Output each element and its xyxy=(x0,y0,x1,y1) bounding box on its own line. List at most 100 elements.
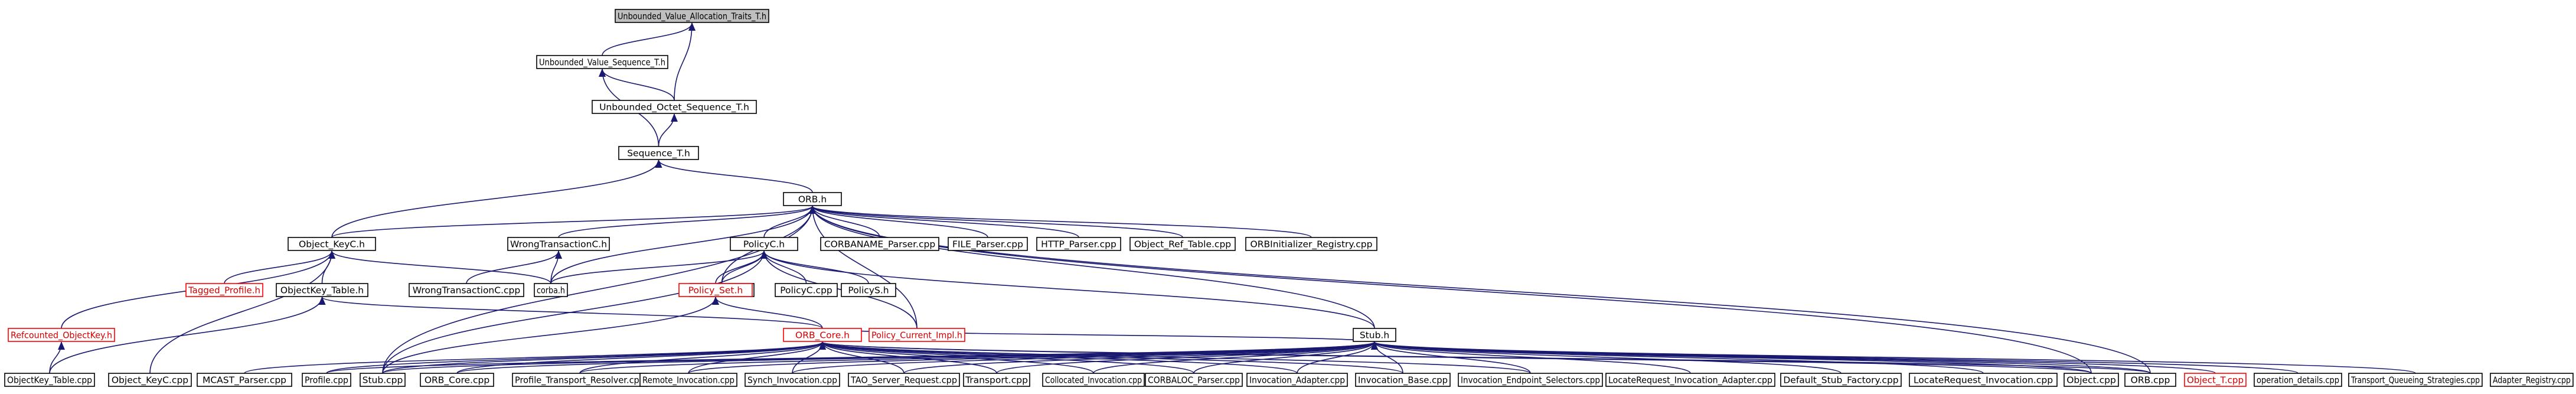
node-box-polset xyxy=(678,283,753,297)
node-profc[interactable]: Profile.cpp xyxy=(302,373,351,387)
node-invad[interactable]: Invocation_Adapter.cpp xyxy=(1246,373,1348,387)
node-wtcc[interactable]: WrongTransactionC.cpp xyxy=(409,283,524,297)
node-uvst[interactable]: Unbounded_Value_Sequence_T.h xyxy=(536,55,668,69)
node-corbah[interactable]: corba.h xyxy=(534,283,568,297)
node-label-seqt: Sequence_T.h xyxy=(627,148,690,159)
node-dsf[interactable]: Default_Stub_Factory.cpp xyxy=(1780,373,1902,387)
node-box-ort xyxy=(1129,237,1236,251)
node-box-wtcc xyxy=(409,283,524,297)
node-box-tagp xyxy=(185,283,263,297)
edge-ort-to-orbh xyxy=(809,206,1183,238)
node-transp[interactable]: Transport.cpp xyxy=(963,373,1030,387)
node-box-orbcore xyxy=(783,328,862,342)
edge-lria-to-stubh xyxy=(1371,341,1691,374)
edges-layer xyxy=(49,22,2416,374)
node-okc[interactable]: Object_KeyC.h xyxy=(288,237,376,251)
node-box-lri xyxy=(1909,373,2058,387)
node-label-filep: FILE_Parser.cpp xyxy=(952,239,1023,250)
node-objt[interactable]: Object_T.cpp xyxy=(2184,373,2247,387)
node-label-wtc: WrongTransactionC.h xyxy=(510,239,607,250)
node-box-seqt xyxy=(618,146,699,160)
node-synchi[interactable]: Synch_Invocation.cpp xyxy=(745,373,840,387)
node-box-profc xyxy=(302,373,351,387)
node-box-filep xyxy=(948,237,1028,251)
node-taosr[interactable]: TAO_Server_Request.cpp xyxy=(848,373,960,387)
edge-mcast-to-orbcore xyxy=(244,341,826,374)
node-polset[interactable]: Policy_Set.h xyxy=(678,283,753,297)
node-objc[interactable]: Object.cpp xyxy=(2064,373,2119,387)
node-ptr[interactable]: Profile_Transport_Resolver.cpp xyxy=(512,373,648,387)
node-label-stubh: Stub.h xyxy=(1360,330,1389,341)
node-tqs[interactable]: Transport_Queueing_Strategies.cpp xyxy=(2348,373,2483,387)
node-oktc[interactable]: ObjectKey_Table.cpp xyxy=(4,373,95,387)
node-box-orbcc xyxy=(420,373,494,387)
node-httpp[interactable]: HTTP_Parser.cpp xyxy=(1036,237,1121,251)
node-box-dsf xyxy=(1780,373,1902,387)
node-wtc[interactable]: WrongTransactionC.h xyxy=(507,237,610,251)
node-box-lria xyxy=(1605,373,1775,387)
node-ort[interactable]: Object_Ref_Table.cpp xyxy=(1129,237,1236,251)
node-pols[interactable]: PolicyS.h xyxy=(841,283,896,297)
node-polcur[interactable]: Policy_Current_Impl.h xyxy=(869,328,965,342)
edge-orbcc-to-orbcore xyxy=(456,341,826,374)
node-uost[interactable]: Unbounded_Octet_Sequence_T.h xyxy=(592,100,757,114)
edge-uost-to-uvst xyxy=(599,69,675,101)
node-box-taosr xyxy=(848,373,960,387)
node-label-wtcc: WrongTransactionC.cpp xyxy=(413,285,520,296)
node-polc[interactable]: PolicyC.h xyxy=(730,237,798,251)
node-label-stubc: Stub.cpp xyxy=(363,375,403,386)
edge-polcur-to-orbh xyxy=(809,206,918,329)
node-label-invep: Invocation_Endpoint_Selectors.cpp xyxy=(1461,375,1600,386)
node-label-orbcc: ORB_Core.cpp xyxy=(425,375,489,386)
node-lria[interactable]: LocateRequest_Invocation_Adapter.cpp xyxy=(1605,373,1775,387)
edge-colloc-to-stubh xyxy=(1093,341,1378,374)
node-adreg[interactable]: Adapter_Registry.cpp xyxy=(2490,373,2574,387)
node-invb[interactable]: Invocation_Base.cpp xyxy=(1355,373,1451,387)
node-box-remi xyxy=(639,373,737,387)
node-stubc[interactable]: Stub.cpp xyxy=(360,373,406,387)
node-box-synchi xyxy=(745,373,840,387)
node-opd[interactable]: operation_details.cpp xyxy=(2254,373,2342,387)
node-label-polset: Policy_Set.h xyxy=(688,285,743,297)
node-mcast[interactable]: MCAST_Parser.cpp xyxy=(197,373,292,387)
node-remi[interactable]: Remote_Invocation.cpp xyxy=(639,373,737,387)
node-filep[interactable]: FILE_Parser.cpp xyxy=(948,237,1028,251)
node-polcc[interactable]: PolicyC.cpp xyxy=(775,283,838,297)
node-tagp[interactable]: Tagged_Profile.h xyxy=(185,283,263,297)
node-label-orbh: ORB.h xyxy=(798,194,827,205)
node-orbcc[interactable]: ORB_Core.cpp xyxy=(420,373,494,387)
node-box-colloc xyxy=(1042,373,1145,387)
node-label-colloc: Collocated_Invocation.cpp xyxy=(1045,375,1142,386)
edge-remi-to-orbcore xyxy=(688,341,826,374)
edge-corbah-to-polc xyxy=(550,250,768,284)
node-refok[interactable]: Refcounted_ObjectKey.h xyxy=(8,328,115,342)
node-box-invep xyxy=(1458,373,1603,387)
node-box-wtc xyxy=(507,237,610,251)
node-invep[interactable]: Invocation_Endpoint_Selectors.cpp xyxy=(1458,373,1603,387)
node-box-uost xyxy=(592,100,757,114)
node-lri[interactable]: LocateRequest_Invocation.cpp xyxy=(1909,373,2058,387)
node-orbir[interactable]: ORBInitializer_Registry.cpp xyxy=(1245,237,1377,251)
edge-invad-to-orbcore xyxy=(819,341,1298,374)
node-seqt[interactable]: Sequence_T.h xyxy=(618,146,699,160)
node-orbh[interactable]: ORB.h xyxy=(783,192,842,206)
edge-stubc-to-polset xyxy=(382,297,719,374)
edge-oktc-to-refok xyxy=(49,341,65,374)
node-box-transp xyxy=(963,373,1030,387)
node-okcc[interactable]: Object_KeyC.cpp xyxy=(108,373,192,387)
node-box-uvat xyxy=(615,9,769,23)
node-uvat[interactable]: Unbounded_Value_Allocation_Traits_T.h xyxy=(615,9,769,23)
edge-orbcore-to-okt xyxy=(318,297,823,329)
node-orbcore[interactable]: ORB_Core.h xyxy=(783,328,862,342)
edge-taosr-to-stubh xyxy=(903,341,1378,374)
node-label-okc: Object_KeyC.h xyxy=(299,239,365,250)
node-orbc[interactable]: ORB.cpp xyxy=(2124,373,2176,387)
node-corbaloc[interactable]: CORBALOC_Parser.cpp xyxy=(1145,373,1243,387)
edge-seqt-to-uost xyxy=(658,113,678,147)
node-okt[interactable]: ObjectKey_Table.h xyxy=(276,283,368,297)
node-corbanp[interactable]: CORBANAME_Parser.cpp xyxy=(820,237,939,251)
node-colloc[interactable]: Collocated_Invocation.cpp xyxy=(1042,373,1145,387)
node-label-tqs: Transport_Queueing_Strategies.cpp xyxy=(2350,375,2480,386)
edge-okc-to-orbh xyxy=(331,206,816,238)
node-stubh[interactable]: Stub.h xyxy=(1353,328,1396,342)
